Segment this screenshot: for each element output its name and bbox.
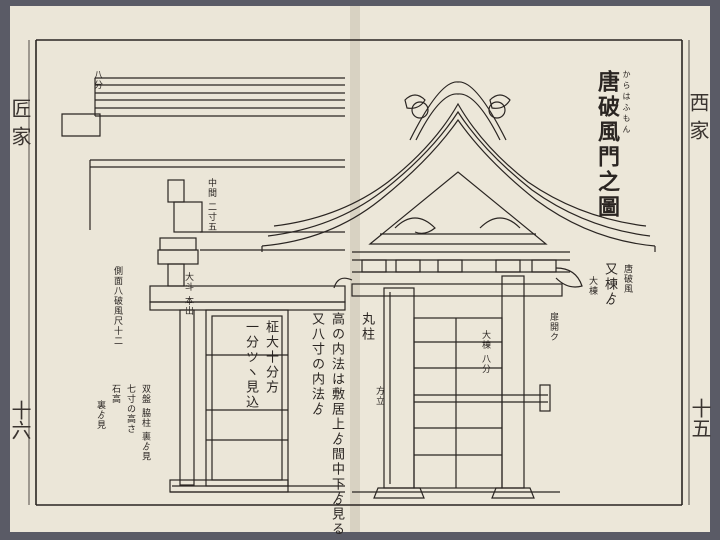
title-furigana: からはふもん: [622, 70, 631, 136]
diagram-title: 唐破風門之圖: [594, 70, 620, 220]
book-gutter: [350, 6, 360, 532]
note-chuukan: 中間 二寸五: [206, 178, 216, 232]
note-mikomi: 一分ツヽ見込: [243, 320, 258, 410]
note-omune2: 大棟: [587, 276, 597, 296]
left-page: [10, 6, 355, 532]
note-tobira: 扉開ク: [548, 312, 558, 342]
note-ishidaka: 石高: [110, 384, 120, 404]
note-urayori: 裏ゟ見: [95, 400, 105, 430]
note-hachibu: 八分: [92, 70, 102, 90]
print-frame: [28, 39, 690, 506]
margin-left-number: 十六: [8, 400, 32, 440]
note-inner-height: 高の内法は敷居上ゟ間中下ゟ見る: [329, 312, 344, 537]
note-masa: 柾大十分方: [263, 320, 278, 395]
margin-right-number: 十五: [688, 398, 712, 438]
note-hodate: 方立: [374, 386, 384, 406]
note-inner-8sun: 又八寸の内法ゟ: [309, 312, 324, 417]
note-soban: 双盤 脇柱 裏ゟ見: [140, 384, 150, 462]
note-omune: 大棟 八分: [480, 330, 490, 374]
note-marubashira: 丸柱: [359, 312, 374, 342]
note-daito: 大斗 本出: [183, 272, 193, 316]
note-side-gable: 側面八破風尺十二: [112, 266, 122, 346]
note-matamune: 又棟ゟ: [602, 262, 617, 307]
note-7sun: 七寸の高さ: [125, 384, 135, 434]
note-karahafu: 唐破風: [622, 264, 632, 294]
margin-right-title: 西家: [686, 92, 710, 148]
gate-drawing: [61, 77, 656, 499]
margin-left-title: 匠家: [8, 98, 32, 154]
